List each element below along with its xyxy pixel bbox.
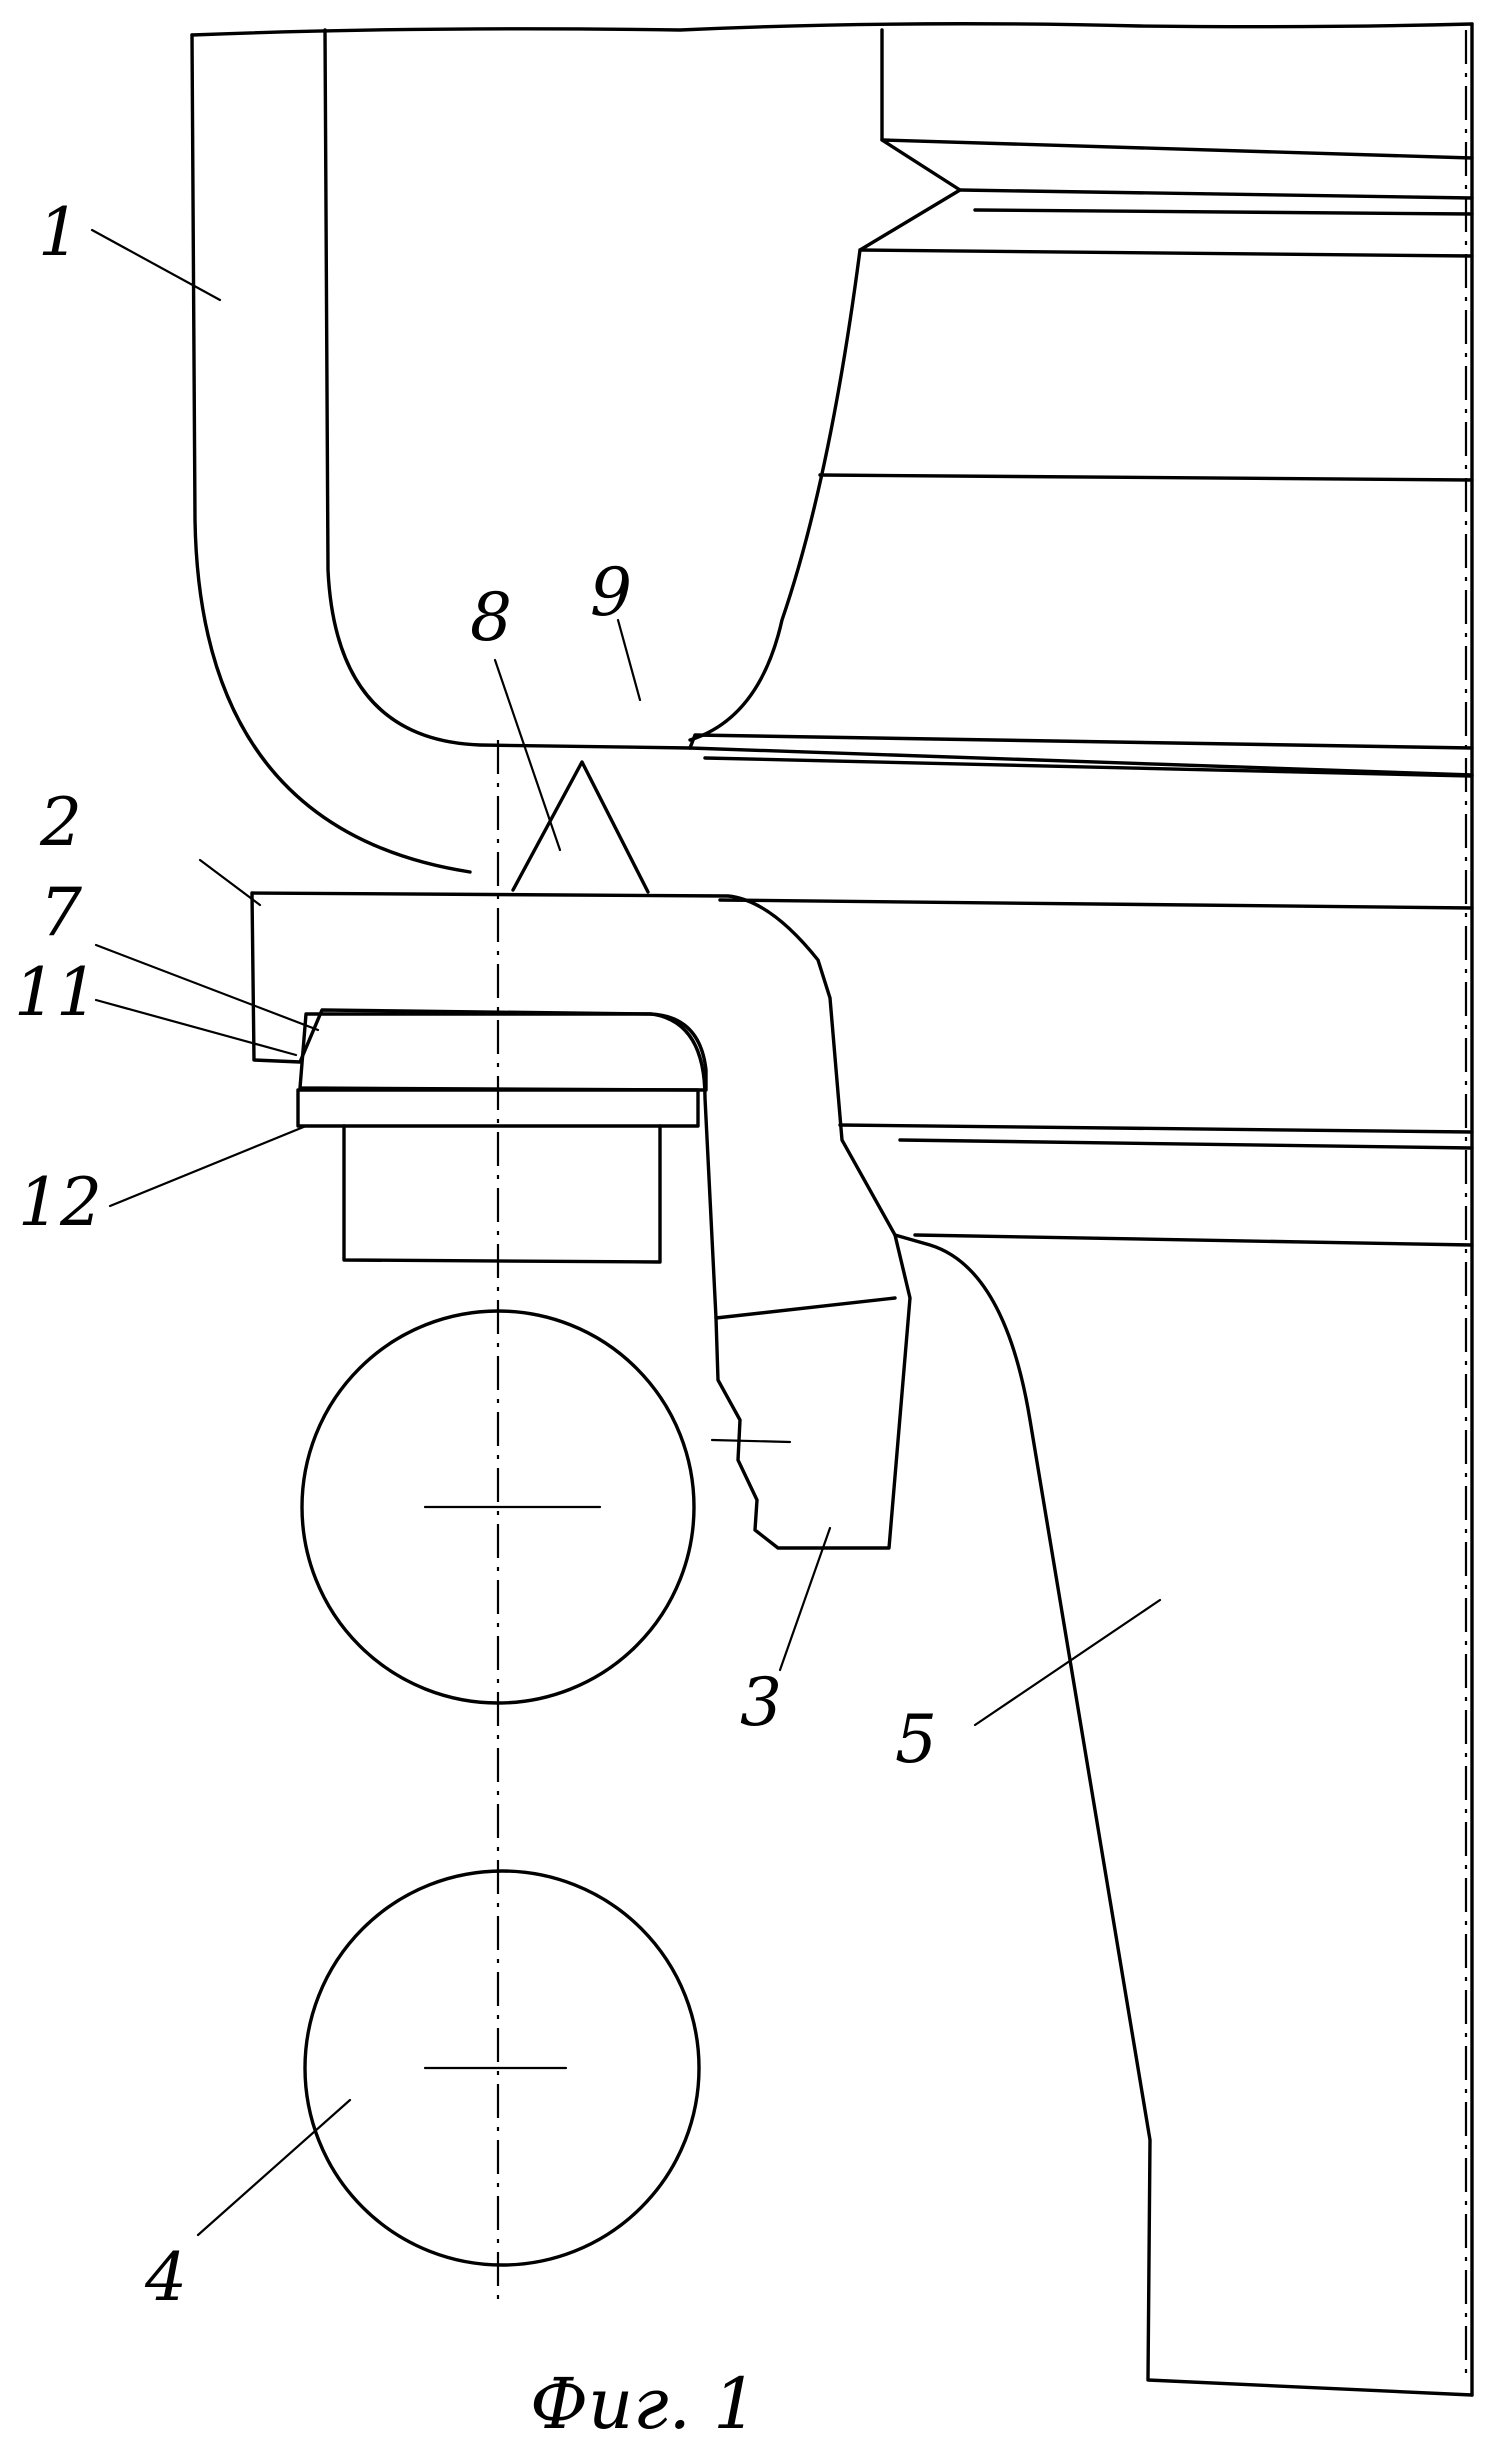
- part-3-tick: [712, 1440, 790, 1442]
- callout-9: 9: [590, 554, 632, 631]
- callout-3: 3: [740, 1664, 782, 1741]
- right-horizontal-lines: [720, 900, 1472, 1245]
- part-5-contour: [895, 1235, 1472, 2395]
- top-break-line: [192, 24, 1472, 35]
- part-2-ring: [252, 893, 910, 1548]
- callout-12: 12: [18, 1164, 102, 1241]
- leader-12: [110, 1126, 306, 1206]
- callout-1: 1: [38, 194, 80, 271]
- part-3-boundary: [716, 1298, 895, 1318]
- callout-11: 11: [14, 954, 98, 1031]
- part-1-step-lines: [820, 140, 1472, 480]
- bearing-block: [344, 1126, 660, 1262]
- callout-8: 8: [470, 579, 512, 656]
- part-1-outer-contour: [192, 35, 470, 872]
- leader-9: [618, 620, 640, 700]
- leader-8: [495, 660, 560, 850]
- callout-4: 4: [144, 2239, 187, 2316]
- leader-5: [975, 1600, 1160, 1725]
- callout-2: 2: [39, 784, 82, 861]
- leader-11: [96, 1000, 296, 1055]
- callout-5: 5: [895, 1701, 937, 1778]
- callout-7: 7: [40, 874, 82, 951]
- figure-caption: Фиг. 1: [530, 2363, 758, 2445]
- part-8-wedge: [513, 762, 648, 892]
- part-7-seal: [300, 1014, 706, 1090]
- leader-4: [198, 2100, 350, 2235]
- leader-7: [96, 945, 318, 1030]
- part-1-right-contour: [690, 30, 960, 740]
- leader-2: [200, 860, 260, 905]
- leader-1: [92, 230, 220, 300]
